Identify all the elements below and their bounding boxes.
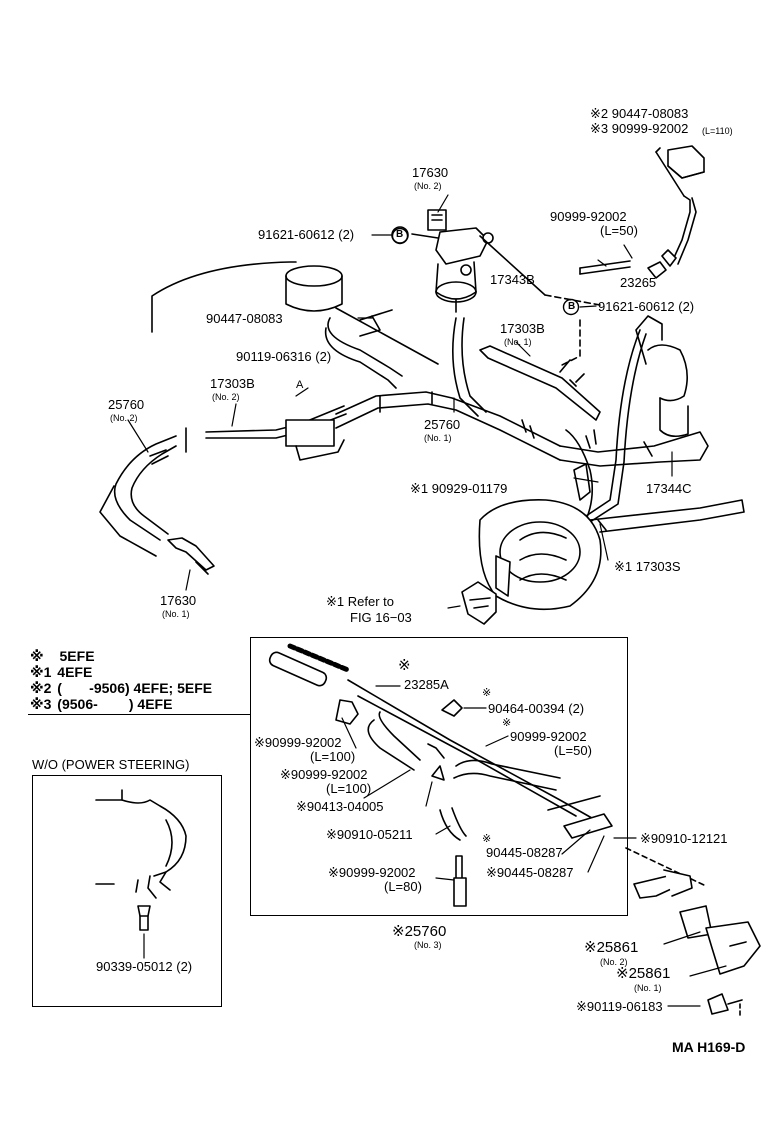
refer-note-line1: ※1 Refer to (326, 594, 394, 609)
canister-and-hoses (99, 261, 745, 625)
part-label-90445-08287-a: 90445-08287 (486, 845, 563, 860)
part-label-23265: 23265 (620, 275, 657, 290)
part-label-17344c: 17344C (646, 481, 692, 496)
legend-text-1: 5EFE (59, 648, 95, 664)
mark-23285a: ※ (398, 657, 411, 674)
vsv-no2 (391, 209, 601, 417)
part-label-90999-92002-l50-length: (L=50) (554, 743, 592, 758)
part-label-90999-92002-l100a-length: (L=100) (310, 749, 356, 764)
ref-circle-b-left-ring (391, 227, 409, 245)
part-label-90999-92002-l50-top: 90999-92002 (550, 209, 627, 224)
legend-row-1: ※ 5EFE (30, 648, 95, 665)
part-label-17303b-no2-sub: (No. 2) (212, 392, 240, 402)
legend-text-2: 4EFE (57, 664, 93, 680)
legend-row-3: ※2 ( -9506) 4EFE; 5EFE (30, 680, 212, 697)
mark-90445-a: ※ (482, 833, 492, 845)
part-label-90999-92002-l50-top-length: (L=50) (600, 223, 638, 238)
part-label-17630-no1-sub: (No. 1) (162, 609, 190, 619)
mark-90999-l50: ※ (502, 717, 512, 729)
part-label-25760-no3: ※25760 (392, 923, 447, 940)
inset-power-steering-drawing (95, 789, 187, 959)
part-label-25760-no3-sub: (No. 3) (414, 940, 442, 950)
bolt-a-marker: A (296, 379, 304, 391)
part-label-90929-01179: ※1 90929-01179 (410, 481, 508, 496)
part-label-90999-92002-l100a: ※90999-92002 (254, 735, 342, 750)
part-label-91621-60612-right: 91621-60612 (2) (598, 299, 695, 314)
boxed-assembly-frame (250, 637, 628, 916)
part-label-17630-top-no: (No. 2) (414, 181, 442, 191)
part-label-90999-92002-l100b-length: (L=100) (326, 781, 372, 796)
legend-text-3: ( -9506) 4EFE; 5EFE (57, 680, 213, 696)
part-label-90119-06183: ※90119-06183 (576, 999, 663, 1014)
wo-power-steering-frame (32, 775, 222, 1007)
boxed-vacuum-assembly (268, 643, 613, 907)
wo-power-steering-title: W/O (POWER STEERING) (32, 757, 190, 772)
ref-circle-b-right: B (568, 301, 576, 312)
part-label-25861-no1-sub: (No. 1) (634, 983, 662, 993)
part-label-90999-92002-l80: ※90999-92002 (328, 865, 416, 880)
part-label-90119-06316: 90119-06316 (2) (236, 349, 332, 364)
part-label-90999-92002-s3: ※3 90999-92002 (590, 121, 689, 136)
part-label-25760-no2: 25760 (108, 397, 145, 412)
legend-row-4: ※3 (9506- ) 4EFE (30, 696, 172, 713)
legend-text-4: (9506- ) 4EFE (57, 696, 173, 712)
part-label-17630-no1: 17630 (160, 593, 197, 608)
part-label-90447-08083-s2: ※2 90447-08083 (590, 106, 689, 121)
legend-mark-3: ※2 (30, 680, 52, 696)
part-label-25760-no2-sub: (No. 2) (110, 413, 138, 423)
part-label-23285a: 23285A (404, 677, 449, 692)
part-label-25760-no1: 25760 (424, 417, 461, 432)
part-label-90910-05211: ※90910-05211 (326, 827, 413, 842)
part-label-25861-no1: ※25861 (616, 965, 671, 982)
part-label-90999-92002-l80-length: (L=80) (384, 879, 422, 894)
refer-note-fig: FIG 16−03 (350, 610, 412, 625)
legend-divider (28, 714, 250, 715)
part-label-90339-05012: 90339-05012 (2) (96, 959, 193, 974)
part-label-25760-no1-sub: (No. 1) (424, 433, 452, 443)
ref-circle-b-left: B (396, 229, 404, 240)
legend-mark-4: ※3 (30, 696, 52, 712)
mark-90464: ※ (482, 687, 492, 699)
part-label-91621-60612-left: 91621-60612 (2) (258, 227, 355, 242)
brackets-25861 (625, 847, 761, 1017)
part-label-17303b-no2: 17303B (210, 376, 255, 391)
legend-row-2: ※1 4EFE (30, 664, 92, 681)
part-label-25861-no2-sub: (No. 2) (600, 957, 628, 967)
part-label-17630-top: 17630 (412, 165, 449, 180)
part-label-17343b: 17343B (490, 272, 535, 287)
part-label-90447-08083: 90447-08083 (206, 311, 283, 326)
legend-mark-2: ※1 (30, 664, 52, 680)
leader-lines-lower (341, 685, 637, 881)
part-label-90999-92002-l50: 90999-92002 (510, 729, 587, 744)
part-label-17303s: ※1 17303S (614, 559, 681, 574)
part-label-17303b-no1: 17303B (500, 321, 545, 336)
part-label-90445-08287-b: ※90445-08287 (486, 865, 574, 880)
part-label-17303b-no1-sub: (No. 1) (504, 337, 532, 347)
legend-mark-1: ※ (30, 648, 44, 664)
legend: ※ 5EFE ※1 4EFE ※2 ( -9506) 4EFE; 5EFE ※3… (30, 648, 248, 718)
part-label-90999-92002-l100b: ※90999-92002 (280, 767, 368, 782)
part-label-90464-00394: 90464-00394 (2) (488, 701, 585, 716)
part-label-90910-12121: ※90910-12121 (640, 831, 728, 846)
part-label-25861-no2: ※25861 (584, 939, 639, 956)
figure-code: MA H169-D (672, 1039, 746, 1055)
ref-circle-b-right-ring (562, 298, 580, 316)
part-label-90413-04005: ※90413-04005 (296, 799, 384, 814)
part-label-90999-92002-s3-length: (L=110) (702, 126, 733, 136)
leader-lines-upper (127, 194, 673, 609)
